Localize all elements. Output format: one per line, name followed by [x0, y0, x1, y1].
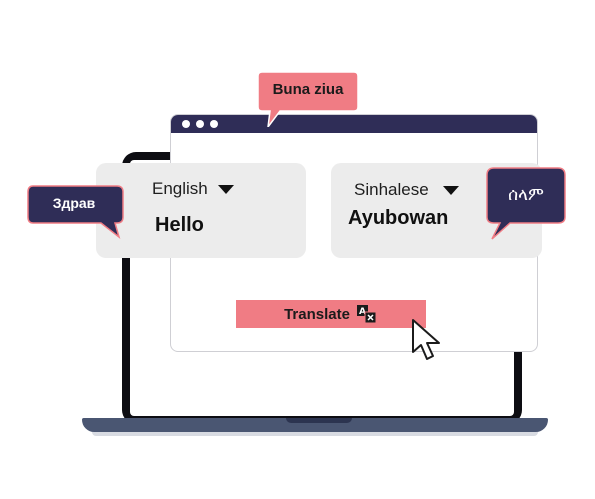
target-language-select[interactable]: Sinhalese	[354, 180, 459, 200]
speech-bubble-right: ሰላም	[486, 167, 566, 241]
svg-text:A: A	[359, 307, 366, 317]
translate-icon: A	[356, 304, 378, 324]
bubble-left-text: Здрав	[52, 195, 96, 211]
window-dot-2[interactable]	[196, 120, 204, 128]
target-word: Ayubowan	[348, 207, 449, 229]
laptop-shadow	[92, 432, 538, 436]
source-language-select[interactable]: English	[152, 179, 234, 199]
speech-bubble-top: Buna ziua	[258, 72, 358, 127]
source-word[interactable]: Hello	[155, 214, 204, 236]
speech-bubble-left: Здрав	[27, 185, 125, 240]
window-dot-3[interactable]	[210, 120, 218, 128]
source-panel: English Hello	[96, 163, 306, 258]
bubble-right-text: ሰላም	[508, 185, 544, 205]
chevron-down-icon	[442, 185, 459, 195]
mouse-cursor-icon	[410, 318, 446, 367]
target-language-label: Sinhalese	[354, 180, 429, 199]
laptop-notch	[286, 418, 352, 423]
translate-button-label: Translate	[284, 305, 350, 323]
window-titlebar	[171, 115, 537, 133]
translate-button[interactable]: Translate A	[236, 300, 426, 328]
bubble-top-text: Buna ziua	[272, 81, 344, 98]
source-language-label: English	[152, 179, 208, 198]
laptop-base	[82, 418, 548, 432]
chevron-down-icon	[217, 184, 234, 194]
window-dot-1[interactable]	[182, 120, 190, 128]
